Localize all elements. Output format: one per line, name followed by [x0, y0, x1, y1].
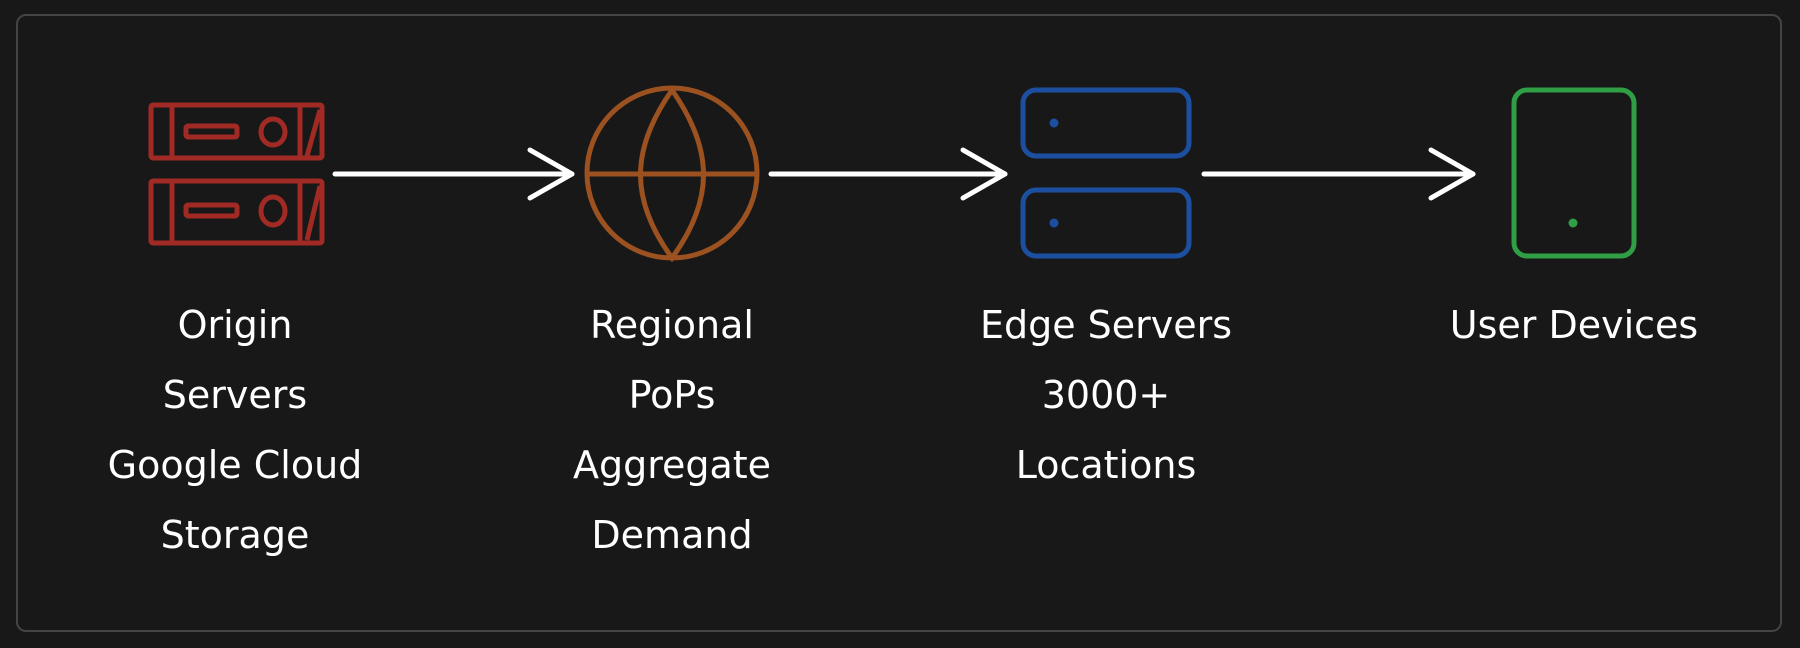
diagram-frame — [16, 14, 1782, 632]
label-line: Aggregate — [572, 443, 772, 487]
label-edge-servers: Edge Servers 3000+ Locations — [936, 290, 1276, 500]
label-line: Edge Servers — [979, 303, 1233, 347]
server-rack-icon — [148, 102, 325, 246]
arrow-regional-to-edge — [768, 147, 1008, 201]
label-line: User Devices — [1449, 303, 1699, 347]
server-stack-icon — [1020, 87, 1192, 259]
label-line: Servers — [162, 373, 308, 417]
arrow-origin-to-regional — [332, 147, 575, 201]
label-line: Storage — [160, 513, 310, 557]
label-line: Locations — [1015, 443, 1197, 487]
label-line: Origin — [177, 303, 293, 347]
label-user-devices: User Devices — [1404, 290, 1744, 360]
device-icon — [1511, 87, 1637, 259]
label-line: 3000+ — [1041, 373, 1171, 417]
label-line: PoPs — [628, 373, 716, 417]
label-regional-pops: Regional PoPs Aggregate Demand — [502, 290, 842, 570]
label-origin-servers: Origin Servers Google Cloud Storage — [65, 290, 405, 570]
globe-icon — [584, 85, 760, 263]
label-line: Google Cloud — [107, 443, 363, 487]
arrow-edge-to-device — [1201, 147, 1476, 201]
label-line: Regional — [590, 303, 754, 347]
label-line: Demand — [591, 513, 753, 557]
